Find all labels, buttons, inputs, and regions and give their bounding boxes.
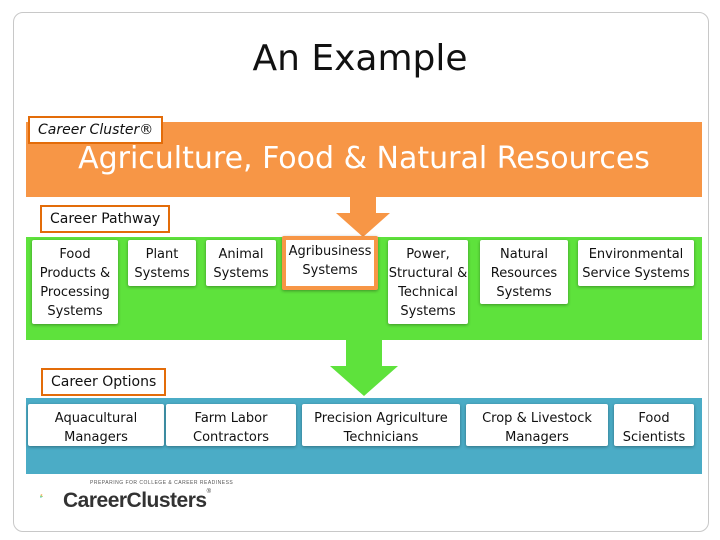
career-options-tag: Career Options: [41, 368, 167, 396]
pathway-item-environmental-service: Environmental Service Systems: [578, 240, 694, 286]
option-item-precision-agriculture: Precision Agriculture Technicians: [302, 404, 460, 446]
option-item-food-scientists: Food Scientists: [614, 404, 694, 446]
pathway-item-plant-systems: Plant Systems: [128, 240, 196, 286]
option-item-farm-labor-contractors: Farm Labor Contractors: [166, 404, 296, 446]
logo-tagline: PREPARING FOR COLLEGE & CAREER READINESS: [90, 480, 234, 486]
option-item-crop-livestock-managers: Crop & Livestock Managers: [466, 404, 608, 446]
pathway-item-animal-systems: Animal Systems: [206, 240, 276, 286]
down-arrow-icon: [330, 340, 398, 396]
career-clusters-logo-icon: [40, 494, 43, 498]
logo-wordmark: CareerClusters®: [63, 489, 211, 513]
down-arrow-icon: [336, 197, 390, 237]
pathway-item-agribusiness-systems: Agribusiness Systems: [282, 236, 378, 290]
logo-name: CareerClusters: [63, 489, 207, 512]
pathway-item-natural-resources: Natural Resources Systems: [480, 240, 568, 304]
pathway-item-food-products: Food Products & Processing Systems: [32, 240, 118, 324]
pathway-item-power-structural: Power, Structural & Technical Systems: [388, 240, 468, 324]
option-item-aquacultural-managers: Aquacultural Managers: [28, 404, 164, 446]
page-title: An Example: [252, 38, 468, 79]
career-pathway-tag: Career Pathway: [40, 205, 171, 233]
career-cluster-heading: Agriculture, Food & Natural Resources: [78, 141, 650, 176]
career-cluster-tag: Career Cluster®: [28, 116, 164, 144]
logo-mark: ®: [206, 489, 211, 495]
